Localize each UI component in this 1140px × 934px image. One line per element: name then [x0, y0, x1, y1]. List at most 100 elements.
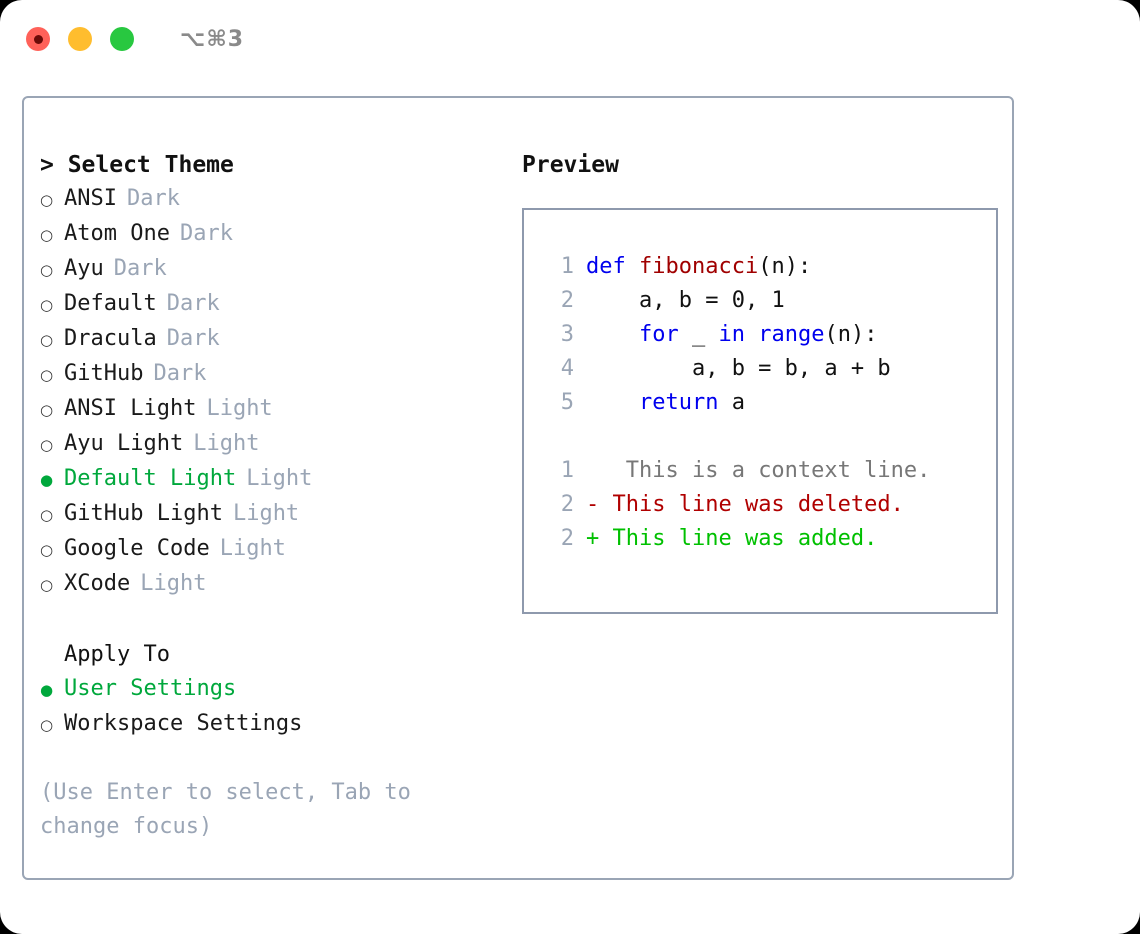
code-token-plain — [586, 322, 639, 347]
code-diff-spacer — [540, 420, 996, 454]
code-line-text: a, b = 0, 1 — [586, 284, 996, 318]
code-line-text: for _ in range(n): — [586, 318, 996, 352]
diff-line-text: This is a context line. — [586, 454, 996, 488]
diff-line-ctx: 1 This is a context line. — [540, 454, 996, 488]
code-token-plain — [586, 390, 639, 415]
radio-unselected-icon: ○ — [40, 576, 54, 594]
theme-option-ansi-light[interactable]: ○ ANSI Light Light — [40, 392, 502, 427]
radio-unselected-icon: ○ — [40, 436, 54, 454]
theme-option-variant: Light — [193, 431, 260, 456]
apply-to-option-label: Workspace Settings — [64, 711, 303, 736]
code-token-kw: in — [718, 322, 745, 347]
theme-option-label: ANSI Light — [64, 396, 197, 421]
theme-option-label: Atom One — [64, 221, 170, 246]
section-spacer — [40, 602, 502, 638]
theme-option-label: Ayu Light — [64, 431, 184, 456]
radio-unselected-icon: ○ — [40, 261, 54, 279]
diff-content: This line was deleted. — [599, 492, 904, 517]
diff-marker: - — [586, 492, 600, 517]
code-token-num: 1 — [771, 288, 785, 313]
minimize-window-button[interactable] — [68, 27, 92, 51]
code-line-text: a, b = b, a + b — [586, 352, 996, 386]
code-line-text: def fibonacci(n): — [586, 250, 996, 284]
code-token-plain: (n): — [758, 254, 812, 279]
code-line: 3 for _ in range(n): — [540, 318, 996, 352]
theme-option-label: Ayu — [64, 256, 104, 281]
diff-line-text: - This line was deleted. — [586, 488, 996, 522]
apply-to-option-user-settings[interactable]: ● User Settings — [40, 672, 502, 707]
theme-option-variant: Light — [206, 396, 273, 421]
theme-option-variant: Light — [140, 571, 207, 596]
code-token-num: 0 — [731, 288, 745, 313]
radio-unselected-icon: ○ — [40, 296, 54, 314]
apply-to-option-label: User Settings — [64, 676, 237, 701]
theme-option-variant: Dark — [126, 186, 180, 211]
window-controls — [26, 27, 134, 51]
code-line-number: 5 — [560, 390, 574, 415]
code-token-plain — [745, 322, 758, 347]
radio-unselected-icon: ○ — [40, 331, 54, 349]
code-line: 5 return a — [540, 386, 996, 420]
maximize-window-button[interactable] — [110, 27, 134, 51]
diff-line-number: 1 — [560, 458, 574, 483]
theme-option-ayu[interactable]: ○ Ayu Dark — [40, 252, 502, 287]
keyboard-hint-text: (Use Enter to select, Tab to change focu… — [40, 780, 425, 839]
code-line: 1 def fibonacci(n): — [540, 250, 996, 284]
apply-to-option-workspace-settings[interactable]: ○Workspace Settings — [40, 707, 502, 742]
code-token-kw: for — [638, 322, 679, 347]
theme-option-variant: Light — [219, 536, 286, 561]
theme-option-atom-one[interactable]: ○ Atom One Dark — [40, 217, 502, 252]
radio-unselected-icon: ○ — [40, 541, 54, 559]
close-window-button[interactable] — [26, 27, 50, 51]
theme-option-label: ANSI — [64, 186, 117, 211]
title-bar: ⌥⌘3 — [0, 0, 1140, 78]
code-line-number: 4 — [560, 356, 574, 381]
keyboard-shortcut-label: ⌥⌘3 — [180, 26, 245, 52]
theme-option-variant: Dark — [179, 221, 233, 246]
theme-option-ayu-light[interactable]: ○ Ayu Light Light — [40, 427, 502, 462]
code-line: 4 a, b = b, a + b — [540, 352, 996, 386]
code-token-plain: a, b = b, a + b — [586, 356, 891, 381]
code-line-number: 1 — [560, 254, 574, 279]
code-line-text: return a — [586, 386, 996, 420]
code-token-plain: _ — [678, 322, 719, 347]
diff-marker: + — [586, 526, 600, 551]
theme-option-label: GitHub Light — [64, 501, 223, 526]
theme-option-variant: Light — [232, 501, 300, 526]
select-theme-header: > Select Theme — [40, 152, 234, 178]
preview-title: Preview — [522, 152, 619, 178]
theme-option-label: GitHub — [64, 361, 144, 386]
code-token-kw: range — [758, 322, 825, 347]
diff-line-text: + This line was added. — [586, 522, 996, 556]
radio-unselected-icon: ○ — [40, 226, 54, 244]
code-line: 2 a, b = 0, 1 — [540, 284, 996, 318]
theme-option-variant: Dark — [113, 256, 167, 281]
diff-content: This line was added. — [599, 526, 878, 551]
code-token-plain: a, b = — [586, 288, 732, 313]
diff-line-number: 2 — [560, 492, 574, 517]
code-token-kw: return — [638, 390, 719, 415]
diff-line-add: 2+ This line was added. — [540, 522, 996, 556]
code-line-number: 2 — [560, 288, 574, 313]
code-token-kw: def — [586, 254, 639, 279]
theme-option-variant: Dark — [166, 326, 220, 351]
code-token-plain: a — [718, 390, 745, 415]
radio-selected-icon: ● — [40, 681, 54, 699]
radio-unselected-icon: ○ — [40, 401, 54, 419]
diff-content: This is a context line. — [599, 458, 931, 483]
apply-to-list: ● User Settings ○Workspace Settings — [40, 672, 502, 742]
